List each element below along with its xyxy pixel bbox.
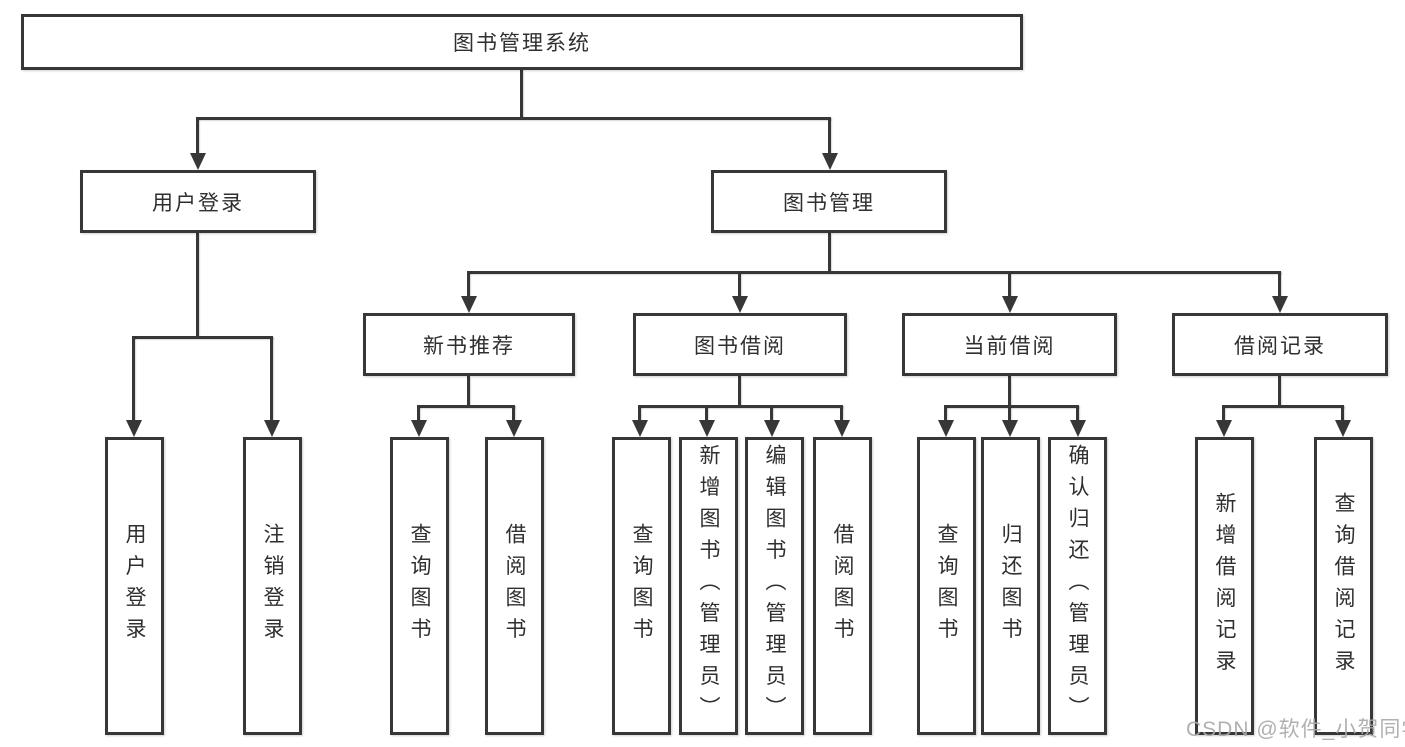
leaf-edit-book-admin: 编辑图书（管理员）	[745, 437, 804, 735]
arrow-down-icon	[1335, 420, 1351, 437]
connector-line	[132, 336, 135, 421]
connector-line	[638, 405, 843, 408]
leaf-query-books-recommend: 查询图书	[390, 437, 449, 735]
node-book-borrowing: 图书借阅	[633, 313, 847, 376]
connector-line	[944, 405, 1079, 408]
connector-line	[1008, 405, 1011, 421]
arrow-down-icon	[264, 420, 280, 437]
arrow-down-icon	[938, 420, 954, 437]
arrow-down-icon	[506, 420, 522, 437]
arrow-down-icon	[764, 420, 780, 437]
connector-line	[1076, 405, 1079, 421]
leaf-logout: 注销登录	[243, 437, 302, 735]
arrow-down-icon	[632, 420, 648, 437]
watermark: CSDN @软件_小贺同学	[1186, 718, 1405, 741]
connector-line	[1008, 376, 1011, 405]
node-current-borrowing: 当前借阅	[902, 313, 1117, 376]
connector-line	[738, 376, 741, 405]
node-label: 新书推荐	[423, 334, 515, 358]
node-label: 查询图书	[935, 523, 958, 649]
connector-line	[1222, 405, 1225, 421]
node-label: 新增借阅记录	[1213, 491, 1236, 681]
arrow-down-icon	[1002, 296, 1018, 313]
node-label: 查询图书	[408, 523, 431, 649]
node-label: 借阅图书	[831, 523, 854, 649]
connector-line	[467, 376, 470, 405]
node-label: 图书借阅	[694, 334, 786, 358]
node-label: 归还图书	[999, 523, 1022, 649]
connector-line	[944, 405, 947, 421]
connector-line	[638, 405, 641, 421]
node-book-management-system: 图书管理系统	[21, 14, 1023, 70]
connector-line	[417, 405, 515, 408]
connector-line	[417, 405, 420, 421]
node-label: 用户登录	[152, 191, 244, 215]
node-label: 查询借阅记录	[1332, 491, 1355, 681]
connector-line	[828, 233, 831, 271]
connector-line	[1341, 405, 1344, 421]
connector-line	[512, 405, 515, 421]
leaf-user-login: 用户登录	[105, 437, 164, 735]
arrow-down-icon	[190, 153, 206, 170]
arrow-down-icon	[699, 420, 715, 437]
leaf-confirm-return-admin: 确认归还（管理员）	[1048, 437, 1107, 735]
leaf-query-books-borrowing: 查询图书	[612, 437, 671, 735]
node-user-login: 用户登录	[80, 170, 316, 233]
node-label: 确认归还（管理员）	[1066, 444, 1089, 728]
node-label: 图书管理系统	[453, 32, 591, 55]
connector-line	[770, 405, 773, 421]
node-book-management: 图书管理	[711, 170, 947, 233]
connector-line	[467, 271, 1281, 274]
connector-line	[196, 233, 199, 336]
node-label: 图书管理	[783, 191, 875, 215]
node-label: 注销登录	[261, 523, 284, 649]
arrow-down-icon	[1216, 420, 1232, 437]
node-label: 借阅记录	[1234, 334, 1326, 358]
node-label: 当前借阅	[963, 334, 1056, 358]
connector-line	[520, 68, 523, 117]
connector-line	[270, 336, 273, 421]
leaf-add-book-admin: 新增图书（管理员）	[679, 437, 738, 735]
connector-line	[467, 271, 470, 298]
leaf-return-book: 归还图书	[981, 437, 1040, 735]
connector-line	[705, 405, 708, 421]
connector-line	[840, 405, 843, 421]
node-label: 借阅图书	[503, 523, 526, 649]
leaf-query-borrow-record: 查询借阅记录	[1314, 437, 1373, 735]
arrow-down-icon	[1002, 420, 1018, 437]
connector-line	[1278, 376, 1281, 405]
connector-line	[1278, 271, 1281, 298]
connector-line	[1222, 405, 1344, 408]
node-borrowing-records: 借阅记录	[1172, 313, 1388, 376]
arrow-down-icon	[411, 420, 427, 437]
leaf-borrow-books-borrowing: 借阅图书	[813, 437, 872, 735]
arrow-down-icon	[822, 153, 838, 170]
connector-line	[738, 271, 741, 298]
arrow-down-icon	[732, 296, 748, 313]
arrow-down-icon	[461, 296, 477, 313]
node-label: 新增图书（管理员）	[697, 444, 720, 728]
arrow-down-icon	[126, 420, 142, 437]
connector-line	[1008, 271, 1011, 298]
arrow-down-icon	[1070, 420, 1086, 437]
connector-line	[196, 117, 199, 155]
leaf-add-borrow-record: 新增借阅记录	[1195, 437, 1254, 735]
leaf-query-books-current: 查询图书	[917, 437, 976, 735]
connector-line	[828, 117, 831, 155]
connector-line	[132, 336, 273, 339]
arrow-down-icon	[1272, 296, 1288, 313]
node-label: 用户登录	[123, 523, 146, 649]
node-label: 查询图书	[630, 523, 653, 649]
leaf-borrow-books-recommend: 借阅图书	[485, 437, 544, 735]
node-label: 编辑图书（管理员）	[763, 444, 786, 728]
connector-line	[196, 117, 831, 120]
arrow-down-icon	[834, 420, 850, 437]
node-new-book-recommend: 新书推荐	[363, 313, 575, 376]
